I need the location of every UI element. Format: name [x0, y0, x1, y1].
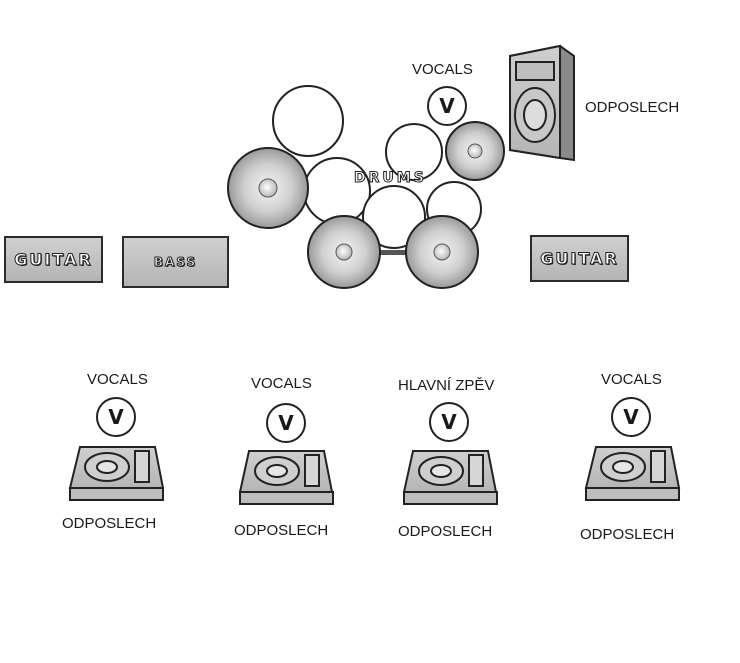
- mic-letter: V: [439, 94, 455, 118]
- wedge-monitor-4: [584, 446, 681, 501]
- vocal-label-3: HLAVNÍ ZPĚV: [398, 377, 495, 394]
- tom-high: [272, 85, 344, 157]
- snare-drum: [362, 185, 426, 249]
- cymbal-left: [227, 147, 309, 229]
- bass-amp: BASS: [122, 236, 229, 288]
- wedge-monitor-1: [68, 446, 165, 501]
- sidefill-label: ODPOSLECH: [585, 99, 680, 116]
- drum-vocal-label: VOCALS: [412, 61, 473, 78]
- vocal-label-1: VOCALS: [87, 371, 148, 388]
- vocal-label-2: VOCALS: [251, 375, 312, 392]
- mic-letter: V: [441, 410, 457, 434]
- monitor-label-4: ODPOSLECH: [580, 526, 675, 543]
- drum-kit: [227, 85, 505, 289]
- cymbal-hihat: [445, 121, 505, 181]
- cymbal-bottom-right: [405, 215, 479, 289]
- guitar-amp-right: GUITAR: [530, 235, 629, 282]
- monitor-label-3: ODPOSLECH: [398, 523, 493, 540]
- kick-pedal-bar: [372, 250, 414, 255]
- wedge-monitor-3: [402, 450, 498, 505]
- mic-letter: V: [108, 405, 124, 429]
- guitar-amp-left-label: GUITAR: [14, 250, 93, 270]
- monitor-label-1: ODPOSLECH: [62, 515, 157, 532]
- cymbal-bottom-left: [307, 215, 381, 289]
- vocal-label-4: VOCALS: [601, 371, 662, 388]
- mic-letter: V: [278, 411, 294, 435]
- speaker-cabinet-icon: [509, 44, 575, 162]
- tom-mid: [303, 157, 371, 225]
- guitar-amp-left: GUITAR: [4, 236, 103, 283]
- drums-label: DRUMS: [354, 170, 427, 187]
- guitar-amp-right-label: GUITAR: [540, 249, 619, 269]
- monitor-label-2: ODPOSLECH: [234, 522, 329, 539]
- wedge-monitor-2: [238, 450, 334, 505]
- microphone-v-icon: [96, 86, 651, 443]
- bass-amp-label: BASS: [153, 255, 198, 270]
- rack-tom: [385, 123, 443, 181]
- mic-letter: V: [623, 405, 639, 429]
